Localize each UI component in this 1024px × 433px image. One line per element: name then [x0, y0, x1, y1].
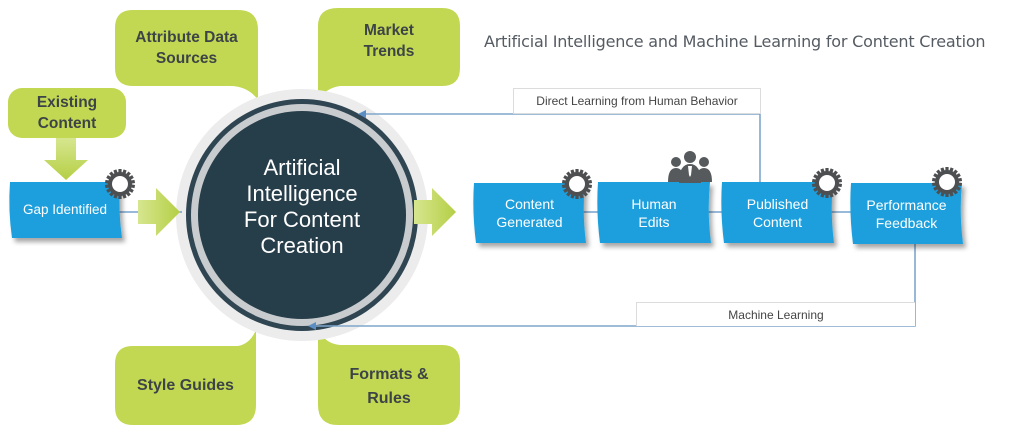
loop-direct-arrowhead — [358, 110, 366, 118]
bubble-attribute-data-sources — [115, 10, 258, 100]
gap-identified-box — [9, 182, 122, 238]
gap-identified-label: Gap Identified — [22, 202, 108, 217]
step-box-published-content — [721, 182, 834, 243]
step-box-content-generated — [473, 183, 586, 243]
arrow-core-to-pipeline — [414, 188, 456, 236]
label-direct-learning: Direct Learning from Human Behavior — [513, 88, 761, 114]
diagram-title: Artificial Intelligence and Machine Lear… — [484, 32, 986, 51]
loop-direct-learning — [364, 113, 761, 183]
step-box-human-edits — [597, 182, 711, 243]
input-style-guides: Style Guides — [137, 377, 234, 394]
bubble-market-trends — [318, 8, 460, 100]
step-box-performance-feedback — [850, 183, 963, 244]
core-fill — [198, 111, 406, 319]
label-machine-learning: Machine Learning — [636, 302, 915, 326]
arrow-existing-to-gap — [44, 138, 88, 180]
bubble-formats-rules — [318, 330, 460, 425]
people-icon — [668, 151, 712, 183]
bubble-existing-content — [8, 88, 126, 138]
input-formats-rules: Formats &Rules — [349, 365, 429, 407]
loop-machine-arrowhead — [308, 322, 316, 330]
arrow-gap-to-core — [138, 188, 180, 236]
bubble-style-guides — [115, 330, 256, 425]
loop-machine-learning — [316, 244, 916, 327]
core-label: Artificial Intelligence For Content Crea… — [243, 155, 361, 258]
